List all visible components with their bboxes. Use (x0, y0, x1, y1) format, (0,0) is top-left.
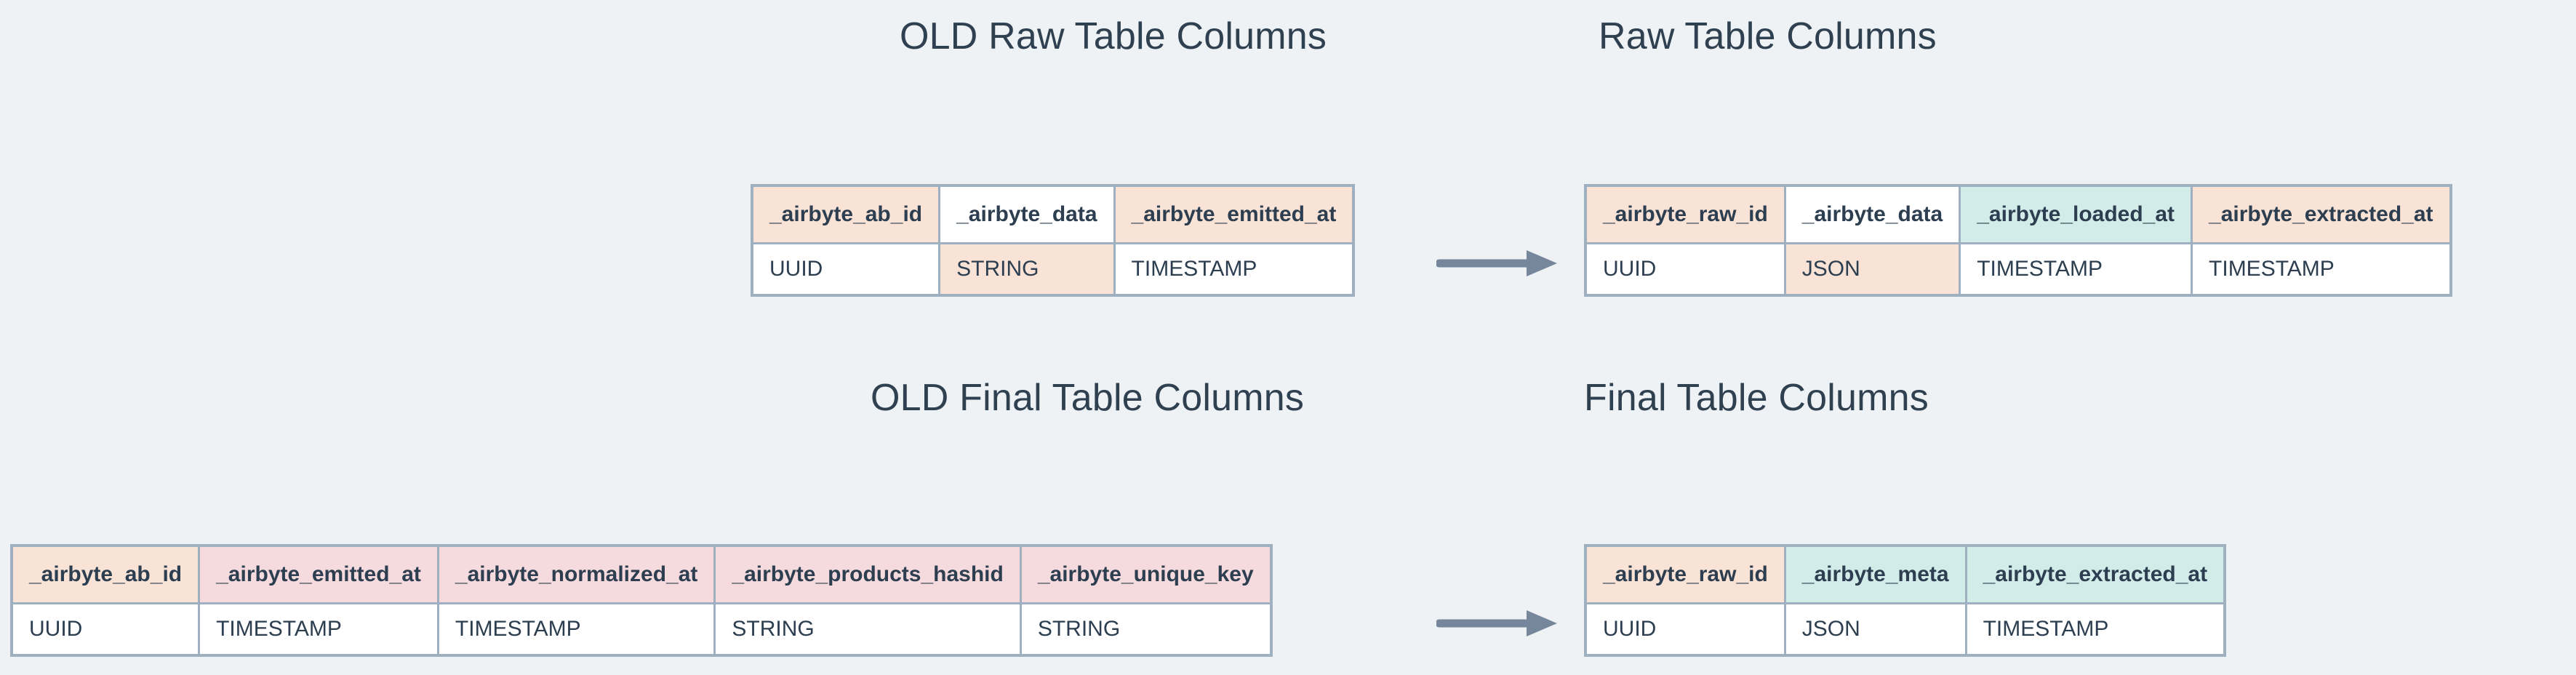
schema-table-new-final: _airbyte_raw_id_airbyte_meta_airbyte_ext… (1584, 544, 2227, 657)
column-type-cell: TIMESTAMP (1959, 242, 2193, 297)
schema-table-old-final: _airbyte_ab_id_airbyte_emitted_at_airbyt… (10, 544, 1273, 657)
column-name-cell: _airbyte_meta (1783, 544, 1967, 604)
migration-arrow-raw-icon (1436, 250, 1557, 276)
schema-table-new-raw: _airbyte_raw_id_airbyte_data_airbyte_loa… (1584, 184, 2452, 297)
column-type-cell: TIMESTAMP (436, 602, 716, 657)
column-name-row: _airbyte_raw_id_airbyte_meta_airbyte_ext… (1584, 544, 2226, 604)
column-type-cell: STRING (713, 602, 1022, 657)
schema-table-old-raw: _airbyte_ab_id_airbyte_data_airbyte_emit… (751, 184, 1356, 297)
column-name-cell: _airbyte_normalized_at (436, 544, 716, 604)
column-name-row: _airbyte_raw_id_airbyte_data_airbyte_loa… (1584, 184, 2452, 244)
column-name-cell: _airbyte_raw_id (1584, 544, 1786, 604)
column-type-cell: TIMESTAMP (1964, 602, 2226, 657)
column-type-cell: STRING (1019, 602, 1273, 657)
column-type-cell: TIMESTAMP (198, 602, 439, 657)
column-name-cell: _airbyte_loaded_at (1959, 184, 2193, 244)
title-old-final-table-columns: OLD Final Table Columns (871, 377, 1305, 419)
migration-arrow-final-icon (1436, 610, 1557, 636)
column-type-cell: JSON (1783, 602, 1967, 657)
column-name-cell: _airbyte_extracted_at (1964, 544, 2226, 604)
column-name-cell: _airbyte_emitted_at (198, 544, 439, 604)
column-name-row: _airbyte_ab_id_airbyte_data_airbyte_emit… (751, 184, 1355, 244)
column-name-cell: _airbyte_unique_key (1019, 544, 1273, 604)
column-type-cell: TIMESTAMP (2191, 242, 2452, 297)
column-name-cell: _airbyte_products_hashid (713, 544, 1022, 604)
column-type-cell: UUID (1584, 242, 1786, 297)
title-raw-table-columns: Raw Table Columns (1599, 15, 1937, 57)
column-type-cell: UUID (1584, 602, 1786, 657)
column-name-cell: _airbyte_raw_id (1584, 184, 1786, 244)
title-final-table-columns: Final Table Columns (1584, 377, 1929, 419)
column-name-cell: _airbyte_emitted_at (1113, 184, 1355, 244)
column-name-cell: _airbyte_data (1783, 184, 1961, 244)
column-type-cell: UUID (751, 242, 941, 297)
column-name-cell: _airbyte_ab_id (751, 184, 941, 244)
column-name-cell: _airbyte_extracted_at (2191, 184, 2452, 244)
column-name-cell: _airbyte_ab_id (10, 544, 201, 604)
column-type-cell: JSON (1783, 242, 1961, 297)
column-type-cell: TIMESTAMP (1113, 242, 1355, 297)
title-old-raw-table-columns: OLD Raw Table Columns (900, 15, 1327, 57)
column-name-cell: _airbyte_data (938, 184, 1116, 244)
column-type-cell: STRING (938, 242, 1116, 297)
column-type-cell: UUID (10, 602, 201, 657)
column-name-row: _airbyte_ab_id_airbyte_emitted_at_airbyt… (10, 544, 1273, 604)
